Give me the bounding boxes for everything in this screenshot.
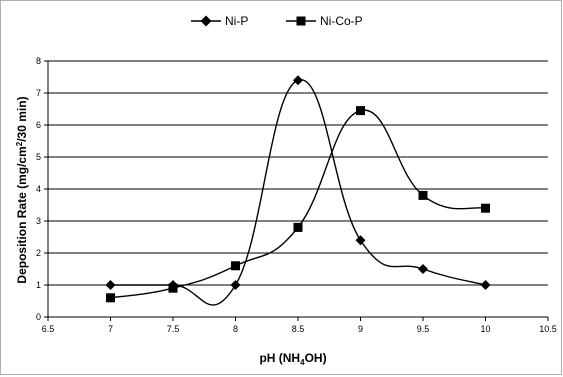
- data-point-ni-co-p: [418, 190, 428, 200]
- y-tick-label: 5: [36, 152, 41, 162]
- x-axis-title-main: pH (NH: [259, 351, 300, 365]
- y-tick-label: 4: [36, 184, 41, 194]
- y-axis-title-superscript: 2: [15, 141, 24, 146]
- x-tick-label: 10: [480, 324, 490, 334]
- x-tick-label: 7: [108, 324, 113, 334]
- x-tick-label: 9: [358, 324, 363, 334]
- x-tick-label: 10.5: [539, 324, 557, 334]
- series-markers: [105, 75, 491, 303]
- y-axis-title-main: Deposition Rate (mg/cm: [15, 146, 29, 283]
- axes: [44, 60, 549, 321]
- y-tick-label: 1: [36, 280, 41, 290]
- x-axis-title-subscript: 4: [300, 358, 305, 367]
- legend-diamond-marker: [200, 15, 212, 27]
- data-point-ni-co-p: [106, 293, 115, 303]
- y-tick-label: 0: [36, 312, 41, 322]
- grid-lines: [48, 60, 548, 286]
- data-point-ni-p: [418, 264, 428, 274]
- data-point-ni-p: [355, 235, 366, 246]
- data-point-ni-co-p: [168, 283, 178, 293]
- legend-label-ni-p: Ni-P: [225, 14, 248, 28]
- x-axis-title: pH (NH4OH): [259, 351, 326, 367]
- x-tick-label: 8.5: [292, 324, 305, 334]
- y-axis-title-tail: /30 min): [15, 96, 29, 141]
- data-point-ni-co-p: [481, 203, 490, 213]
- y-tick-label: 7: [36, 88, 41, 98]
- legend: Ni-P Ni-Co-P: [191, 14, 363, 28]
- y-tick-label: 2: [36, 248, 41, 258]
- y-tick-label: 8: [36, 56, 41, 66]
- data-point-ni-co-p: [293, 222, 303, 232]
- x-tick-label: 9.5: [417, 324, 430, 334]
- x-tick-label: 8: [233, 324, 238, 334]
- x-tick-label: 7.5: [167, 324, 180, 334]
- y-tick-label: 6: [36, 120, 41, 130]
- data-point-ni-co-p: [356, 106, 365, 116]
- legend-square-marker: [296, 16, 306, 26]
- data-point-ni-co-p: [231, 261, 240, 271]
- y-axis-title: Deposition Rate (mg/cm2/30 min): [15, 96, 29, 283]
- data-point-ni-p: [480, 280, 491, 290]
- series-lines: [110, 79, 486, 306]
- x-axis-title-tail: OH): [305, 351, 327, 365]
- data-point-ni-p: [230, 280, 241, 290]
- x-tick-label: 6.5: [42, 324, 55, 334]
- x-tick-labels: 6.5 7 7.5 8 8.5 9 9.5 10 10.5: [42, 324, 557, 334]
- data-point-ni-p: [105, 280, 116, 290]
- legend-label-ni-co-p: Ni-Co-P: [320, 14, 363, 28]
- data-point-ni-p: [293, 75, 303, 86]
- series-line-ni-p: [110, 79, 486, 306]
- y-tick-label: 3: [36, 216, 41, 226]
- y-tick-labels: 0 1 2 3 4 5 6 7 8: [36, 56, 41, 322]
- series-line-ni-co-p: [110, 109, 486, 299]
